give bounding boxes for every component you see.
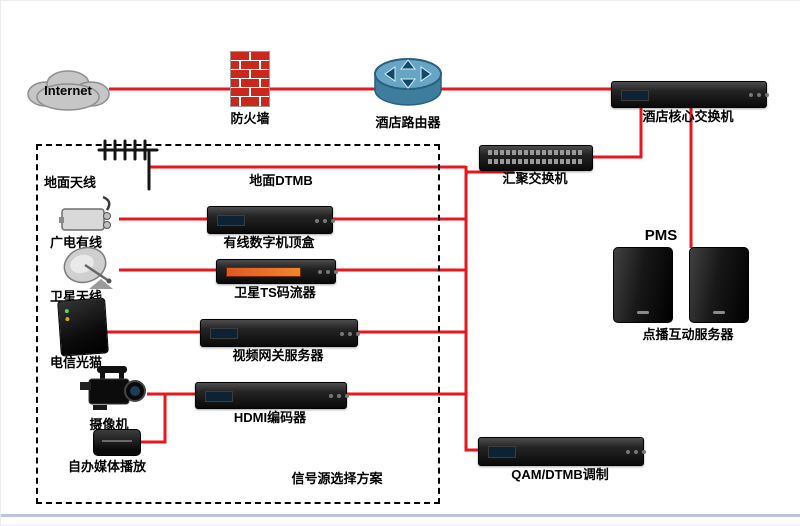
vod-server-label: 点播互动服务器 (642, 327, 734, 342)
stb-display (217, 214, 245, 227)
hdmi-encoder-label: HDMI编码器 (233, 410, 307, 425)
cable-label: 广电有线 (49, 235, 102, 250)
firewall-label: 防火墙 (230, 111, 270, 126)
terrestrial-antenna-label: 地面天线 (43, 175, 96, 190)
hdmi-encoder-device (195, 382, 347, 409)
gateway-leds (340, 331, 344, 336)
media-player-icon (93, 429, 141, 456)
pms-label: PMS (644, 227, 678, 244)
core-switch-device (611, 81, 767, 108)
ts-streamer-device (216, 259, 336, 284)
core-switch-panel (621, 89, 649, 101)
internet-label: Internet (44, 83, 92, 98)
cable-splitter-icon (59, 195, 119, 235)
qam-label: QAM/DTMB调制 (511, 467, 609, 482)
ts-streamer-buttons (318, 270, 322, 275)
signal-source-box-title: 信号源选择方案 (291, 471, 383, 486)
stb-label: 有线数字机顶盒 (223, 235, 315, 250)
terrestrial-dtmb-label: 地面DTMB (249, 173, 313, 188)
hdmi-encoder-display (205, 390, 233, 402)
router-label: 酒店路由器 (375, 115, 441, 130)
agg-switch-device (479, 145, 593, 171)
agg-switch-ports-top (488, 150, 584, 155)
core-switch-leds (749, 93, 753, 98)
gateway-label: 视频网关服务器 (232, 348, 324, 363)
hdmi-encoder-leds (329, 394, 333, 399)
satellite-dish-icon (59, 245, 119, 291)
camera-label: 摄像机 (89, 417, 129, 432)
ts-streamer-display (226, 266, 302, 278)
agg-switch-ports-bottom (488, 159, 584, 164)
qam-device (478, 437, 644, 466)
optical-modem-icon (57, 297, 109, 357)
vod-server-tower-left (613, 247, 673, 323)
page-bottom-rule (1, 514, 800, 517)
gateway-display (210, 327, 238, 340)
qam-display (488, 446, 516, 458)
ts-streamer-label: 卫星TS码流器 (234, 285, 316, 300)
core-switch-label: 酒店核心交换机 (642, 109, 734, 124)
agg-switch-label: 汇聚交换机 (502, 171, 568, 186)
media-player-label: 自办媒体播放 (67, 459, 146, 474)
modem-label: 电信光猫 (49, 355, 102, 370)
video-camera-icon (79, 361, 147, 415)
vod-server-tower-right (689, 247, 749, 323)
internet-cloud-icon: Internet (21, 67, 115, 113)
router-icon (373, 57, 443, 115)
stb-buttons (315, 218, 319, 223)
stb-device (207, 206, 333, 234)
gateway-device (200, 319, 358, 347)
firewall-icon (230, 51, 270, 107)
signal-source-box (36, 144, 440, 504)
qam-leds (626, 450, 630, 455)
link-source-bus (464, 166, 478, 452)
terrestrial-antenna-icon (95, 139, 161, 191)
